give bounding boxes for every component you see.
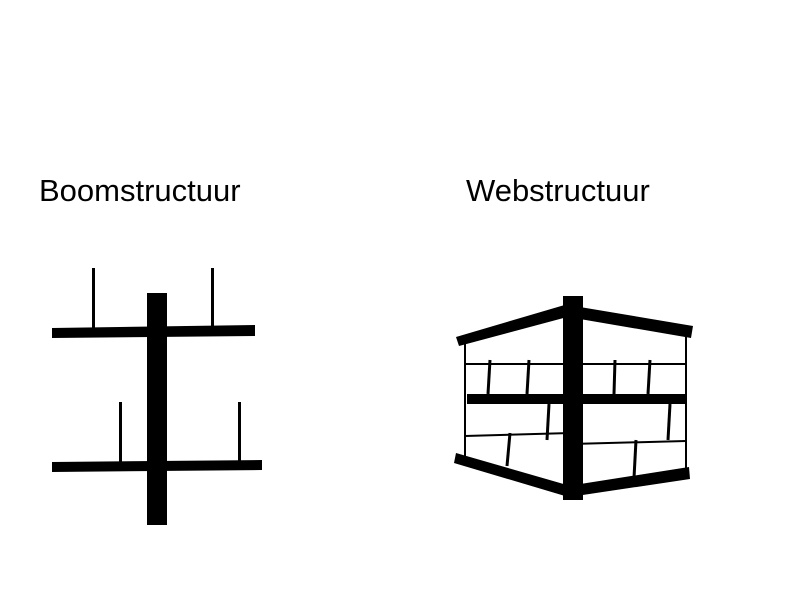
web-strut [632, 439, 638, 479]
web-trunk [563, 296, 583, 500]
tree-lower-branch [52, 460, 262, 472]
web-strut [666, 403, 672, 441]
web-bottom-right-beam [574, 467, 690, 496]
web-strut [525, 359, 531, 395]
web-bottom-left-beam [454, 453, 567, 496]
tree-upper-branch [52, 325, 255, 338]
web-strut [505, 432, 512, 467]
tree-twig [92, 268, 95, 329]
web-strut [486, 359, 492, 395]
web-top-left-beam [456, 304, 571, 346]
web-structure-label: Webstructuur [466, 173, 650, 208]
web-top-right-beam [574, 306, 693, 338]
web-strut [612, 359, 617, 395]
web-thin-connector [570, 440, 687, 445]
tree-twig [238, 402, 241, 462]
tree-twig [211, 268, 214, 327]
tree-twig [119, 402, 122, 464]
web-thin-connector [464, 432, 572, 437]
web-strut [545, 403, 551, 441]
tree-structure-label: Boomstructuur [39, 173, 241, 208]
web-strut [646, 359, 652, 395]
